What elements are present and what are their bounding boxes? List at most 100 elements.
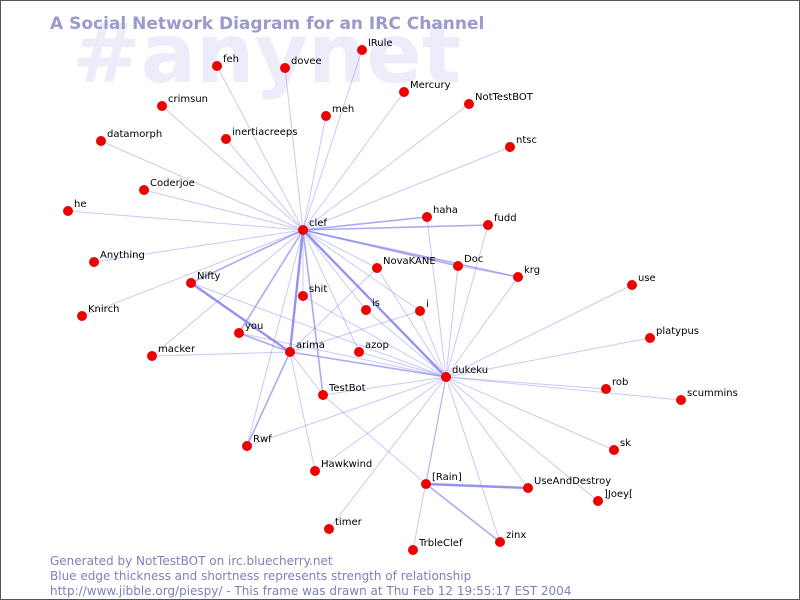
node-dovee [280, 63, 290, 73]
node-label-knirch: Knirch [88, 304, 119, 315]
edge-dukeku-platypus [445, 337, 651, 378]
node-label-scummins: scummins [687, 388, 738, 399]
edge-doc-krg [457, 265, 519, 278]
edge-dukeku-testbot [322, 376, 447, 396]
node-label-anything: Anything [100, 250, 145, 261]
edge-clef-macker [151, 229, 304, 357]
node-doc [453, 261, 463, 271]
edge-dukeku-sk [445, 376, 615, 451]
edge-arima-novakane [289, 267, 378, 353]
node-label-mercury: Mercury [410, 80, 451, 91]
node-label-i: i [426, 299, 429, 310]
edge-clef-coderjoe [143, 189, 304, 231]
node-label-rob: rob [612, 377, 628, 388]
edge-clef-azop [302, 229, 360, 353]
edge-dukeku-zinx [445, 376, 501, 543]
node-label-fudd: fudd [494, 213, 517, 224]
edge-dukeku-azop [358, 351, 447, 378]
edge-clef-i [302, 229, 421, 312]
node-label-nifty: Nifty [197, 271, 221, 282]
node-label-arima: arima [296, 340, 325, 351]
edge-clef-dukeku [302, 229, 447, 378]
edge-arima-macker [151, 351, 291, 357]
node-platypus [645, 333, 655, 343]
node-label-dovee: dovee [291, 56, 322, 67]
node-label-meh: meh [332, 104, 354, 115]
footer-generated-by: Generated by NotTestBOT on irc.bluecherr… [50, 554, 333, 568]
node-label-joey: ]Joey[ [604, 489, 633, 500]
footer-legend: Blue edge thickness and shortness repres… [50, 569, 471, 583]
node-you [234, 328, 244, 338]
node-rob [601, 384, 611, 394]
node-dukeku [441, 372, 451, 382]
node-label-platypus: platypus [656, 326, 699, 337]
node-label-doc: Doc [464, 254, 483, 265]
node-rain [421, 479, 431, 489]
node-label-crimsun: crimsun [168, 94, 208, 105]
node-rwf [242, 441, 252, 451]
node-use [627, 280, 637, 290]
node-label-use: use [638, 273, 656, 284]
node-label-macker: macker [158, 344, 196, 355]
edge-testbot-rain [322, 394, 427, 485]
edge-clef-dovee [284, 67, 304, 231]
edge-dukeku-you [238, 332, 447, 378]
edge-dukeku-use [445, 284, 633, 378]
edge-clef-novakane [302, 229, 378, 269]
node-scummins [676, 395, 686, 405]
node-useanddestroy [523, 483, 533, 493]
node-label-krg: krg [524, 265, 540, 276]
edge-clef-inertiacreeps [225, 138, 304, 231]
edge-dukeku-krg [445, 276, 519, 378]
node-label-hawkwind: Hawkwind [321, 459, 372, 470]
node-label-is: is [372, 298, 380, 309]
node-label-timer: timer [335, 517, 363, 528]
edge-arima-rwf [246, 351, 291, 447]
edge-dukeku-rain [425, 376, 447, 485]
node-crimsun [157, 101, 167, 111]
edge-dukeku-rob [445, 376, 607, 390]
edge-clef-you [238, 229, 304, 334]
node-shit [298, 291, 308, 301]
edge-arima-hawkwind [289, 351, 316, 472]
edge-dukeku-haha [426, 216, 447, 378]
node-coderjoe [139, 185, 149, 195]
node-datamorph [96, 136, 106, 146]
node-label-azop: azop [365, 340, 389, 351]
node-inertiacreeps [221, 134, 231, 144]
edge-clef-testbot [302, 229, 324, 396]
edge-arima-testbot [289, 351, 324, 396]
edge-dukeku-i [419, 310, 447, 378]
node-zinx [495, 537, 505, 547]
node-label-inertiacreeps: inertiacreeps [232, 127, 297, 138]
edge-clef-haha [302, 216, 428, 231]
edge-clef-meh [302, 115, 327, 231]
node-joey [593, 496, 603, 506]
node-knirch [77, 311, 87, 321]
node-label-shit: shit [309, 284, 327, 295]
node-label-useanddestroy: UseAndDestroy [534, 476, 611, 487]
node-label-sk: sk [620, 438, 631, 449]
edge-clef-lrule [302, 49, 363, 231]
edge-clef-feh [216, 65, 304, 231]
edge-dukeku-useanddestroy [445, 376, 529, 489]
node-label-coderjoe: Coderjoe [150, 178, 195, 189]
edge-clef-rwf [246, 229, 304, 447]
edge-dukeku-fudd [445, 224, 489, 378]
edge-dukeku-scummins [445, 376, 682, 401]
node-arima [285, 347, 295, 357]
edge-arima-you [238, 332, 291, 353]
edge-clef-datamorph [100, 140, 304, 231]
edge-clef-he [67, 210, 304, 231]
node-label-lrule: lRule [368, 38, 393, 49]
node-ntsc [505, 142, 515, 152]
edge-clef-knirch [81, 229, 304, 317]
node-hawkwind [310, 466, 320, 476]
edge-clef-nifty [190, 229, 304, 284]
node-fudd [483, 220, 493, 230]
node-novakane [372, 263, 382, 273]
node-trbleclef [408, 545, 418, 555]
edge-clef-arima [288, 229, 305, 353]
